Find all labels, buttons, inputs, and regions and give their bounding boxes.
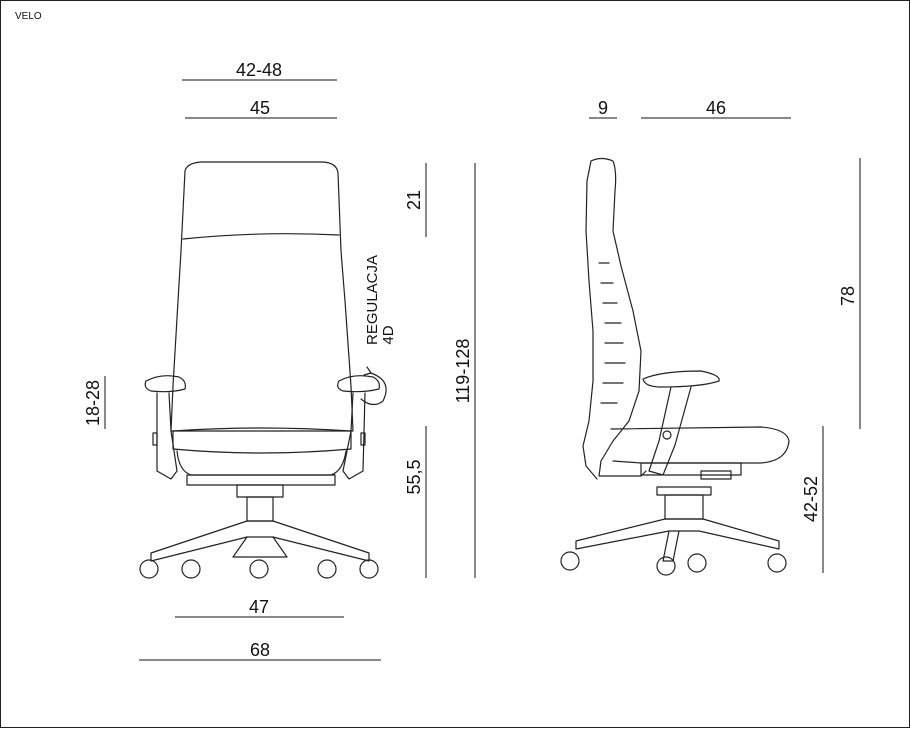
rotation-arrowhead	[363, 366, 372, 376]
front-right-armpad	[337, 375, 380, 393]
dim-armrest-width: 42-48	[236, 60, 282, 80]
dim-total-height: 119-128	[453, 339, 473, 404]
front-caster-2	[181, 559, 201, 579]
front-base	[150, 520, 370, 562]
front-right-lever	[360, 432, 366, 446]
front-seat-bottom	[176, 450, 347, 476]
front-caster-1	[139, 559, 159, 579]
side-arm-knob	[662, 430, 672, 440]
side-caster-1	[560, 551, 580, 571]
dim-seat-bottom: 47	[249, 597, 269, 617]
front-gas-lift	[246, 496, 274, 522]
side-lever	[700, 470, 732, 480]
side-backrest-rear	[582, 160, 598, 480]
side-seat	[610, 426, 790, 464]
front-left-armpost	[156, 392, 178, 480]
front-dimensions: 42-48 45 18-28 21 55,5 119-128 47 68 REG…	[83, 60, 476, 661]
rotation-arrow	[360, 372, 387, 406]
front-caster-3	[249, 559, 269, 579]
front-caster-5	[359, 559, 379, 579]
front-right-armpost	[342, 392, 366, 480]
front-caster-4	[317, 559, 337, 579]
side-base-center-leg	[662, 530, 680, 562]
side-gas-lift	[664, 494, 704, 520]
front-mechanism	[186, 474, 336, 486]
dim-back-height: 78	[838, 286, 858, 306]
side-mechanism	[640, 462, 742, 476]
side-dimensions: 9 46 78 42-52	[589, 98, 861, 573]
dim-seat-width: 45	[250, 98, 270, 118]
dim-seat-height-range: 42-52	[801, 476, 821, 522]
side-caster-2	[656, 556, 676, 576]
adjustment-note-line2: 4D	[380, 325, 397, 344]
front-left-lever	[152, 432, 158, 446]
dim-backrest-depth: 9	[598, 98, 608, 118]
chair-front-view	[139, 161, 387, 579]
side-backrest-ribs	[598, 262, 626, 404]
chair-side-view	[560, 157, 790, 576]
side-base	[575, 518, 780, 550]
side-gas-lift-top	[656, 486, 712, 496]
side-backrest-front	[590, 157, 647, 477]
side-caster-4	[767, 553, 787, 573]
model-name: VELO	[15, 11, 42, 22]
front-seat	[172, 427, 352, 454]
dim-armrest-height: 18-28	[83, 380, 103, 426]
front-backrest	[170, 161, 354, 432]
dim-seat-height: 55,5	[404, 459, 424, 494]
adjustment-note-line1: REGULACJA	[364, 255, 381, 345]
side-armpost	[648, 386, 692, 476]
front-left-armpad	[144, 375, 186, 393]
dim-headrest-height: 21	[404, 190, 424, 210]
side-armpad	[642, 370, 720, 388]
dim-base-width: 68	[250, 640, 270, 660]
front-gas-lift-top	[236, 484, 284, 498]
front-base-center	[232, 536, 288, 558]
front-headrest-seam	[182, 233, 340, 240]
dim-seat-depth: 46	[706, 98, 726, 118]
side-caster-3	[687, 553, 707, 573]
